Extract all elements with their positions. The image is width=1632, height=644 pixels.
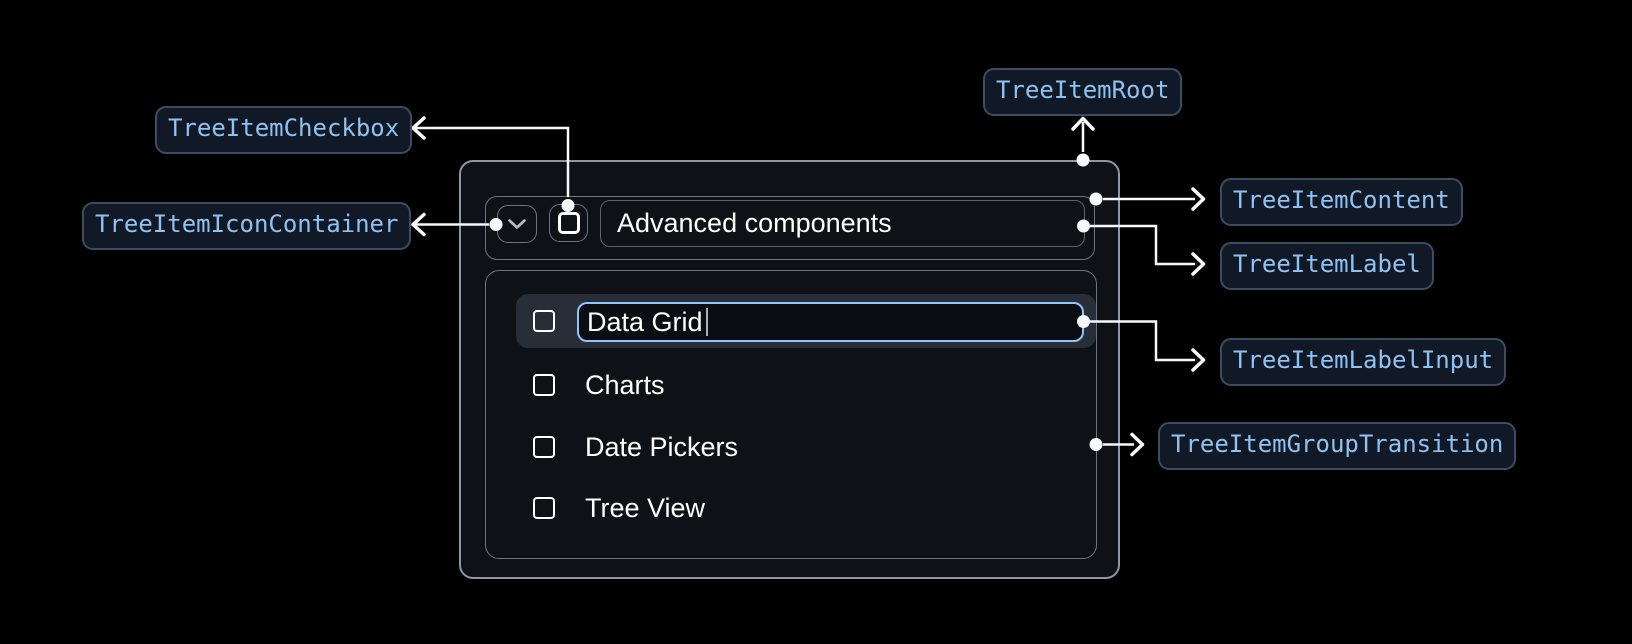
unchecked-checkbox-icon[interactable] [533,374,555,396]
badge-tree-item-content: TreeItemContent [1220,178,1463,226]
unchecked-checkbox-icon [557,212,580,234]
badge-tree-item-root: TreeItemRoot [983,68,1183,116]
tree-row-date-pickers[interactable]: Date Pickers [533,432,738,462]
tree-item-label-input[interactable]: Data Grid [577,302,1084,342]
unchecked-checkbox-icon [533,310,555,332]
badge-tree-item-checkbox: TreeItemCheckbox [155,106,413,154]
tree-item-group-transition-box [485,270,1097,559]
badge-tree-item-group-transition: TreeItemGroupTransition [1158,422,1517,470]
badge-tree-item-icon-container: TreeItemIconContainer [82,202,412,250]
text-caret [705,308,709,336]
badge-tree-item-label-input: TreeItemLabelInput [1220,338,1507,386]
tree-item-checkbox[interactable] [549,204,588,242]
unchecked-checkbox-icon[interactable] [533,436,555,458]
tree-item-label-box: Advanced components [600,200,1085,247]
badge-tree-item-label: TreeItemLabel [1220,242,1434,290]
tree-row-label: Tree View [585,492,706,523]
chevron-down-icon [508,218,526,230]
tree-row-label: Date Pickers [585,431,739,462]
tree-item-icon-container[interactable] [497,205,537,243]
tree-row-tree-view[interactable]: Tree View [533,493,705,523]
tree-row-label: Charts [585,369,665,400]
label-input-value: Data Grid [587,306,703,337]
tree-item-label-text: Advanced components [617,208,892,238]
tree-item-root-box [459,160,1120,579]
tree-row-charts[interactable]: Charts [533,370,665,400]
unchecked-checkbox-icon[interactable] [533,497,555,519]
child-checkbox-data-grid[interactable] [533,310,555,332]
